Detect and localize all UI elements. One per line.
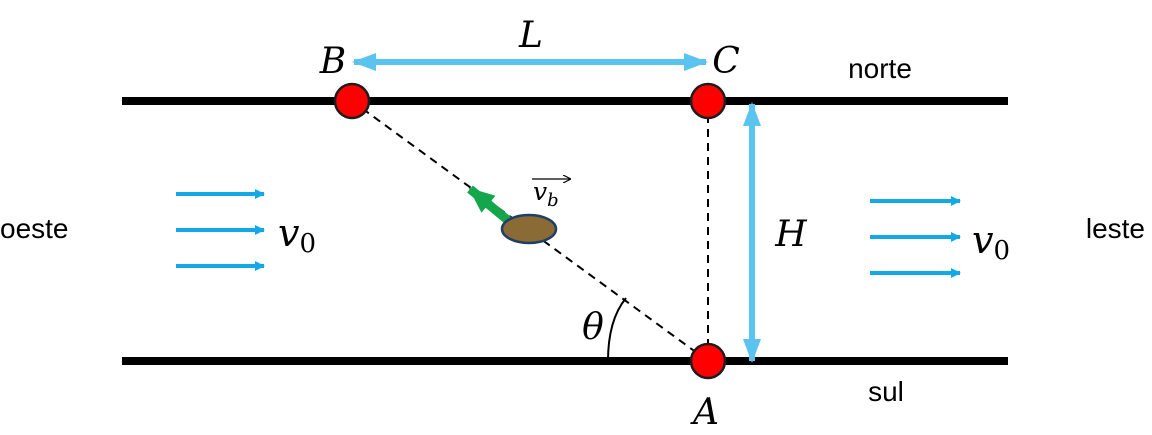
flow-arrows-east — [870, 196, 961, 278]
theta-label: θ — [582, 307, 604, 348]
south-label: sul — [868, 376, 904, 407]
point-b-marker — [333, 82, 371, 120]
boat-velocity-label: vb — [533, 177, 559, 211]
east-label: leste — [1086, 213, 1145, 244]
boat-shape — [500, 213, 558, 245]
path-line-a-to-b — [351, 100, 709, 362]
point-c-marker — [689, 82, 727, 120]
north-label: norte — [848, 53, 912, 84]
point-a-label: A — [690, 392, 719, 433]
theta-angle-arc — [607, 297, 627, 362]
height-h-label: H — [774, 214, 807, 255]
point-c-label: C — [712, 41, 740, 82]
point-b-label: B — [319, 41, 346, 82]
point-a-marker — [689, 342, 727, 380]
flow-arrows-west — [176, 189, 265, 271]
current-velocity-east-label: v0 — [972, 218, 1010, 266]
west-label: oeste — [0, 213, 69, 244]
distance-l-label: L — [518, 15, 543, 56]
boat-velocity-arrow — [467, 185, 513, 226]
current-velocity-west-label: v0 — [278, 211, 316, 259]
